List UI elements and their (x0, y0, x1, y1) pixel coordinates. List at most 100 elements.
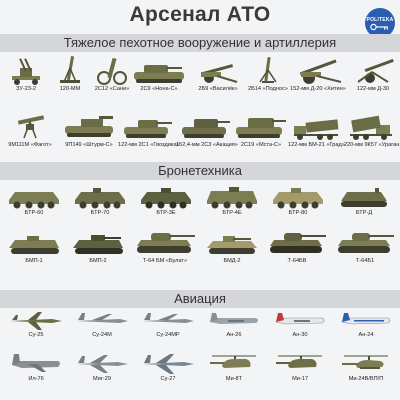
section-title-artillery: Тяжелое пехотное вооружение и артиллерия (63, 35, 337, 50)
atgm-icon (17, 115, 45, 139)
spg-icon (182, 119, 230, 138)
key-icon (370, 23, 388, 31)
item-label: 122-мм Д-30 (356, 86, 390, 92)
item-label: 152-мм Д-20 «Хитин» (290, 86, 346, 92)
item-2s1-gvozdika[interactable]: 122-мм 2С1 «Гвоздика» (118, 110, 180, 149)
item-label: Ан-26 (226, 332, 242, 338)
item-label: Су-24М (92, 332, 112, 338)
item-d20-khitin[interactable]: 152-мм Д-20 «Хитин» (288, 54, 348, 93)
section-band-artillery (0, 34, 400, 52)
item-label: 122-мм БМ-21 «Град» (288, 142, 345, 148)
atgm-vehicle-icon (65, 116, 113, 137)
mlrs-truck-icon (294, 119, 339, 140)
item-9p149-shturm[interactable]: 9П149 «Штурм-С» (58, 110, 120, 149)
apc-icon (141, 188, 191, 209)
item-label: Ил-76 (28, 376, 44, 382)
attack-helicopter-icon (342, 355, 388, 369)
section-title-aviation: Авиация (174, 291, 226, 306)
howitzer-icon (299, 59, 342, 84)
item-mi-8t[interactable]: Ми-8Т (202, 352, 266, 383)
item-an-26[interactable]: Ан-26 (202, 310, 266, 339)
section-band-armor (0, 162, 400, 180)
item-2s12-sani[interactable]: 2С12 «Сани» (90, 54, 134, 93)
item-2s9-nona[interactable]: 2С9 «Нона-С» (128, 54, 190, 93)
item-btr-d[interactable]: БТР-Д (332, 186, 396, 217)
item-label: Ми-24В/ВП/П (348, 376, 384, 382)
item-an-30[interactable]: Ан-30 (268, 310, 332, 339)
tank-icon (137, 233, 195, 253)
fighter-jet-icon (76, 355, 128, 373)
tank-icon (338, 233, 394, 253)
item-2s19-msta[interactable]: 2С19 «Мста-С» (232, 110, 290, 149)
item-label: Ан-30 (292, 332, 308, 338)
grid-armor: БТР-60 БТР-70 БТР-3Е БТР-4Е (0, 186, 400, 296)
item-bmp-1[interactable]: БМП-1 (2, 232, 66, 265)
item-label: Ан-24 (358, 332, 374, 338)
fighter-jet-icon (142, 354, 194, 374)
item-su-24mr[interactable]: Су-24МР (136, 310, 200, 339)
transport-plane-icon (210, 313, 258, 324)
item-label: БМП-1 (25, 258, 43, 264)
item-bmp-2[interactable]: БМП-2 (66, 232, 130, 265)
item-label: БТР-Д (355, 210, 373, 216)
ifv-icon (73, 235, 123, 254)
tank-icon (270, 233, 326, 253)
item-9m111m-fagot[interactable]: 9М111М «Фагот» (4, 110, 56, 149)
grid-artillery: ЗУ-23-2 120-ММ 2С12 «Сани» (0, 54, 400, 174)
item-label: ЗУ-23-2 (16, 86, 36, 92)
item-2b14-podnos[interactable]: 2Б14 «Поднос» (246, 54, 290, 93)
item-bm21-grad[interactable]: 122-мм БМ-21 «Град» (288, 110, 345, 149)
item-zu-23-2[interactable]: ЗУ-23-2 (4, 54, 48, 93)
attack-jet-icon (10, 312, 62, 330)
item-label: 9П149 «Штурм-С» (65, 142, 113, 148)
section-title-armor: Бронетехника (158, 163, 242, 178)
apc-icon (273, 188, 323, 209)
transport-plane-icon (341, 313, 391, 325)
apc-icon (9, 192, 59, 209)
mortar-gun-icon (201, 64, 238, 83)
ifv-icon (9, 236, 59, 254)
helicopter-icon (276, 355, 322, 368)
spg-icon (236, 118, 286, 138)
item-btr-4e[interactable]: БТР-4Е (200, 186, 264, 217)
item-label: 120-ММ (59, 86, 81, 92)
item-su-25[interactable]: Су-25 (4, 310, 68, 339)
item-btr-80[interactable]: БТР-80 (266, 186, 330, 217)
item-label: БТР-4Е (222, 210, 242, 216)
howitzer-icon (357, 58, 394, 83)
item-label: 2С19 «Мста-С» (240, 142, 282, 148)
item-mi-17[interactable]: Ми-17 (268, 352, 332, 383)
item-il-76[interactable]: Ил-76 (4, 352, 68, 383)
item-an-24[interactable]: Ан-24 (334, 310, 398, 339)
mlrs-truck-icon (350, 115, 392, 140)
item-btr-3e[interactable]: БТР-3Е (134, 186, 198, 217)
item-btr-70[interactable]: БТР-70 (68, 186, 132, 217)
item-su-24m[interactable]: Су-24М (70, 310, 134, 339)
item-120mm-mortar[interactable]: 120-ММ (48, 54, 92, 93)
item-t64b1[interactable]: Т-64Б1 (332, 228, 398, 265)
item-t64bv[interactable]: Т-64БВ (264, 228, 330, 265)
item-label: БТР-70 (90, 210, 110, 216)
mortar-cart-icon (97, 57, 127, 85)
item-d30[interactable]: 122-мм Д-30 (348, 54, 398, 93)
item-mi-24[interactable]: Ми-24В/ВП/П (334, 352, 398, 383)
recon-jet-icon (142, 313, 194, 323)
item-su-27[interactable]: Су-27 (136, 352, 200, 383)
item-9k57-uragan[interactable]: 220-мм 9К57 «Ураган» (344, 110, 400, 149)
item-btr-60[interactable]: БТР-60 (2, 186, 66, 217)
item-2s3-akatsiya[interactable]: 152,4-мм 2С3 «Акация» (176, 110, 238, 149)
apc-icon (207, 187, 257, 209)
item-t64bm-bulat[interactable]: Т-64 БМ «Булат» (130, 228, 200, 265)
item-label: 9М111М «Фагот» (8, 142, 52, 148)
item-label: 2С12 «Сани» (94, 86, 130, 92)
item-label: 152,4-мм 2С3 «Акация» (176, 142, 238, 148)
item-label: Т-64БВ (287, 258, 307, 264)
item-2b9-vasilek[interactable]: 2Б9 «Василёк» (190, 54, 246, 93)
item-bmd-2[interactable]: БМД-2 (200, 232, 264, 265)
item-label: Су-24МР (156, 332, 180, 338)
item-label: Ми-8Т (225, 376, 243, 382)
item-label: БТР-80 (288, 210, 308, 216)
item-mig-29[interactable]: Миг-29 (70, 352, 134, 383)
politeka-logo[interactable]: POLITEKA (365, 8, 395, 38)
